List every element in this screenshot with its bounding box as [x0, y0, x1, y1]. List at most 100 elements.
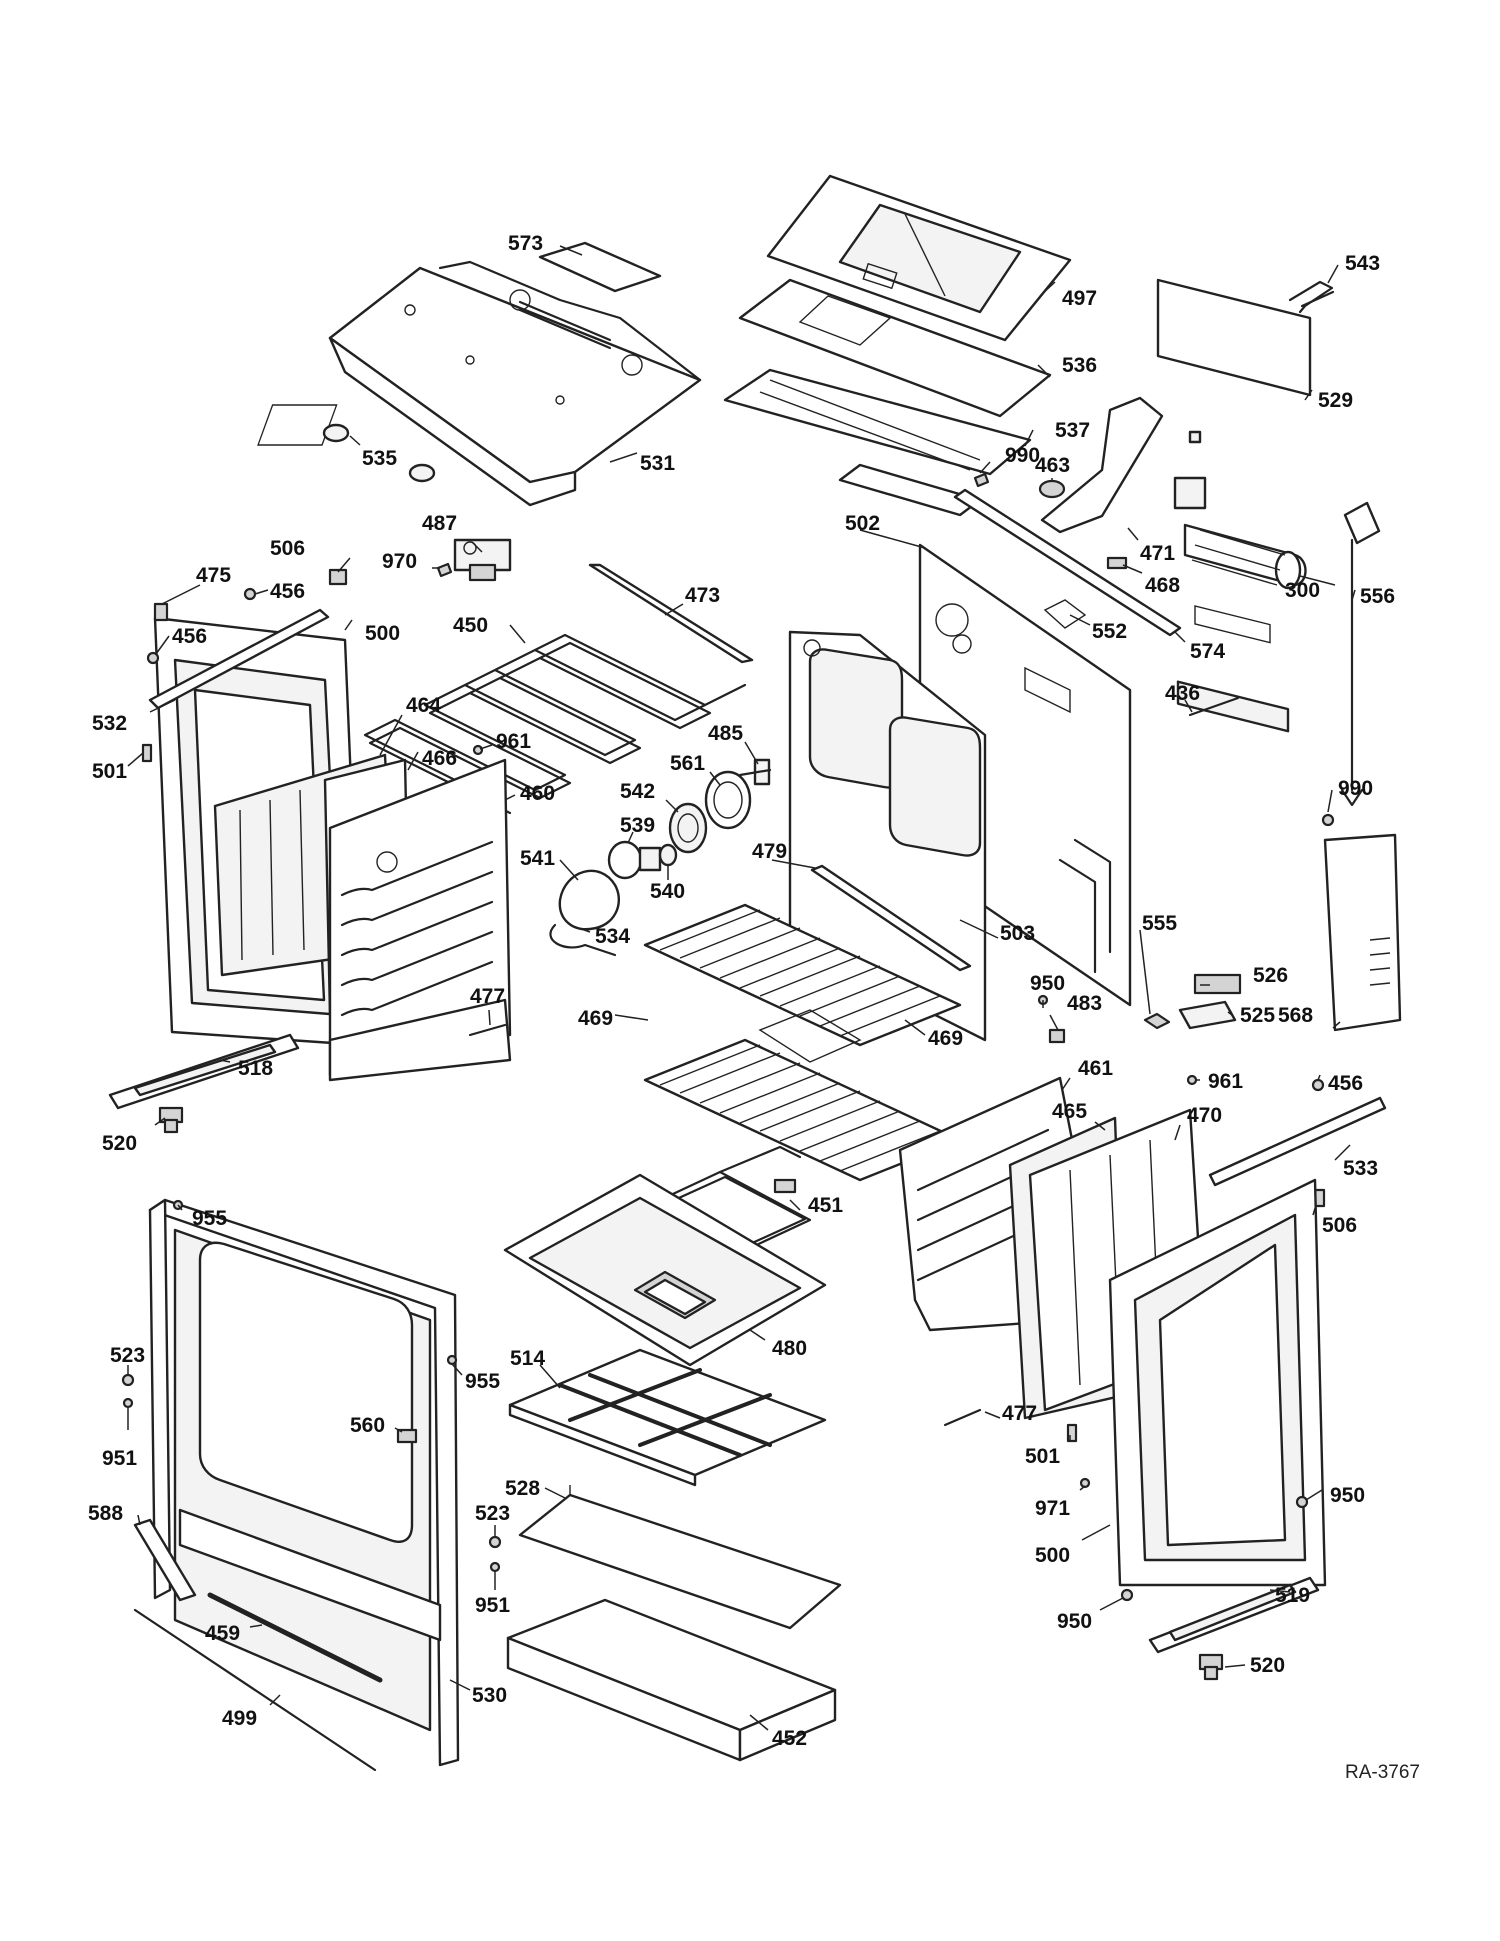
part-533-rail [1208, 1096, 1387, 1187]
callout-456-b: 456 [172, 625, 207, 648]
callout-950-c: 950 [1057, 1610, 1092, 1633]
callout-452: 452 [772, 1727, 807, 1750]
part-471-duct [1040, 396, 1164, 534]
part-520-leveler-a [158, 1106, 184, 1134]
part-499-rod [133, 1608, 377, 1772]
callout-456-c: 456 [1328, 1072, 1363, 1095]
callout-537: 537 [1055, 419, 1090, 442]
callout-588: 588 [88, 1502, 123, 1525]
callout-471: 471 [1140, 542, 1175, 565]
callout-463: 463 [1035, 454, 1070, 477]
part-525-bracket [1178, 1000, 1237, 1030]
part-532-rail [148, 608, 330, 710]
part-955-screw-b [446, 1354, 458, 1366]
callout-475: 475 [196, 564, 231, 587]
part-542-socket [668, 802, 708, 854]
part-500-door-right [1108, 1178, 1327, 1587]
callout-573: 573 [508, 232, 543, 255]
part-503-rear-liner [788, 630, 987, 1042]
callout-459: 459 [205, 1622, 240, 1645]
part-506-bumper-a [328, 568, 348, 586]
callout-541: 541 [520, 847, 555, 870]
part-588-bracket [133, 1518, 197, 1602]
part-485-switch [738, 758, 772, 786]
callout-520-a: 520 [102, 1132, 137, 1155]
drawing-reference: RA-3767 [1345, 1762, 1420, 1783]
callout-961-a: 961 [496, 730, 531, 753]
callout-479: 479 [752, 840, 787, 863]
part-436-pin [1188, 696, 1240, 717]
callout-451: 451 [808, 1194, 843, 1217]
part-469-rack-upper [643, 903, 962, 1047]
callout-506-a: 506 [270, 537, 305, 560]
callout-532: 532 [92, 712, 127, 735]
callout-955-a: 955 [192, 1207, 227, 1230]
callout-990-a: 990 [1005, 444, 1040, 467]
callout-955-b: 955 [465, 1370, 500, 1393]
part-573-insulation [538, 241, 662, 293]
callout-464: 464 [406, 694, 441, 717]
part-523-spring-b [488, 1535, 502, 1549]
part-450-broil-element [363, 633, 747, 815]
callout-497: 497 [1062, 287, 1097, 310]
part-526-terminal [1193, 973, 1242, 995]
part-501-clip-b [1066, 1423, 1078, 1443]
callout-499: 499 [222, 1707, 257, 1730]
part-961-screw-b [1186, 1074, 1198, 1086]
callout-503: 503 [1000, 922, 1035, 945]
part-456-screw-a [243, 587, 257, 601]
callout-477-b: 477 [1002, 1402, 1037, 1425]
part-540-lens [658, 843, 678, 867]
callout-labels: 573 497 543 536 529 537 535 531 990 463 … [88, 232, 1395, 1750]
part-530-front-frame [148, 1198, 460, 1767]
callout-525: 525 [1240, 1004, 1275, 1027]
callout-487: 487 [422, 512, 457, 535]
part-951-screw-b [489, 1561, 501, 1573]
part-990-screw-b [1321, 813, 1335, 827]
part-528-panel [518, 1485, 842, 1630]
callout-971: 971 [1035, 1497, 1070, 1520]
part-519-hinge [1148, 1576, 1320, 1654]
part-463-grommet [1038, 479, 1066, 499]
part-487-valve [453, 538, 512, 582]
part-473-bracket [588, 563, 754, 664]
callout-500-b: 500 [1035, 1544, 1070, 1567]
part-561-gasket [704, 770, 752, 830]
part-477-screw-b [943, 1408, 982, 1427]
callout-990-b: 990 [1338, 777, 1373, 800]
part-459-seal [207, 1592, 383, 1683]
part-456-screw-c [1311, 1078, 1325, 1092]
callout-951-a: 951 [102, 1447, 137, 1470]
part-971-screw [1079, 1477, 1091, 1489]
part-541-cover [558, 869, 620, 931]
callout-518: 518 [238, 1057, 273, 1080]
part-475-clip [153, 602, 169, 622]
part-574-rail [953, 488, 1182, 637]
callout-539: 539 [620, 814, 655, 837]
callout-519: 519 [1275, 1584, 1310, 1607]
part-536-insulation [738, 278, 1052, 418]
part-456-screw-b [146, 651, 160, 665]
callout-502: 502 [845, 512, 880, 535]
callout-477-a: 477 [470, 985, 505, 1008]
part-990-screw [973, 472, 990, 488]
callout-450: 450 [453, 614, 488, 637]
part-480-drip-pan [503, 1173, 827, 1367]
part-961-screw-a [472, 744, 484, 756]
part-477-screw-a [468, 1023, 507, 1037]
part-951-screw-a [122, 1397, 134, 1409]
callout-970: 970 [382, 550, 417, 573]
callout-556: 556 [1360, 585, 1395, 608]
callout-436: 436 [1165, 682, 1200, 705]
part-300-blower [1173, 476, 1307, 590]
part-535-thermostat [322, 423, 436, 483]
callout-468: 468 [1145, 574, 1180, 597]
callout-535: 535 [362, 447, 397, 470]
callout-531: 531 [640, 452, 675, 475]
part-560-latch [396, 1428, 418, 1444]
callout-528: 528 [505, 1477, 540, 1500]
callout-514: 514 [510, 1347, 545, 1370]
callout-465: 465 [1052, 1100, 1087, 1123]
part-479-strip [810, 864, 972, 972]
